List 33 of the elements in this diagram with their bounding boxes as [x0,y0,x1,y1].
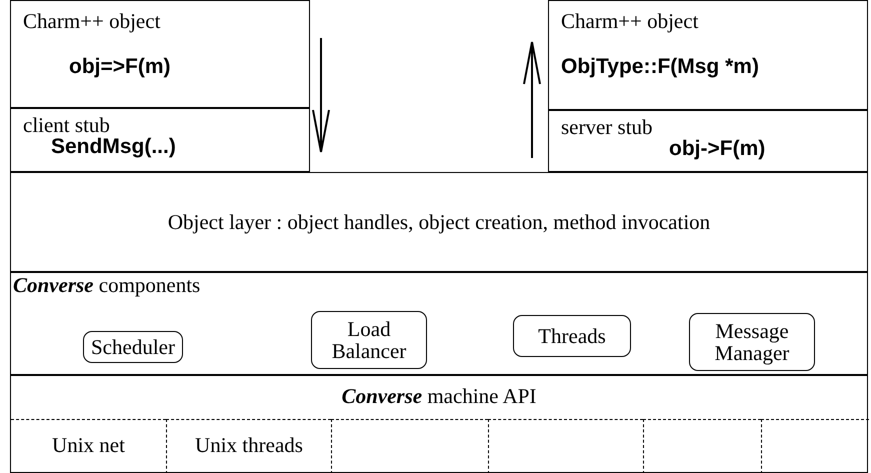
component-label: Scheduler [91,336,175,358]
machine-cell [643,419,761,473]
machine-cell [488,419,643,473]
layer-label: Object layer : object handles, object creation, method invocation [166,210,712,235]
component-box [513,315,631,357]
code-text: SendMsg(...) [51,135,176,159]
component-label: Load Balancer [330,318,408,362]
machine-cell [166,419,331,473]
code-text: obj->F(m) [669,137,766,161]
object-box [548,0,868,110]
object-box [10,108,310,172]
band-heading: Converse machine API [340,384,538,409]
component-box [83,331,183,363]
heading: server stub [561,115,653,140]
heading: Charm++ object [561,9,698,34]
component-label: Threads [538,325,606,347]
machine-label: Unix net [51,433,126,458]
component-box [311,311,427,369]
heading: Charm++ object [23,9,160,34]
object-box [548,110,868,172]
machine-cell [331,419,488,473]
layer-band [10,375,868,473]
code-text: obj=>F(m) [69,55,171,79]
layer-band [10,272,868,375]
object-box [10,0,310,108]
band-heading: Converse components [13,273,200,298]
layer-band [10,172,868,272]
component-label: Message Manager [714,320,790,364]
machine-cell [761,419,869,473]
machine-label: Unix threads [194,433,304,458]
code-text: ObjType::F(Msg *m) [561,55,759,79]
component-box [689,313,815,371]
heading: client stub [23,113,110,138]
